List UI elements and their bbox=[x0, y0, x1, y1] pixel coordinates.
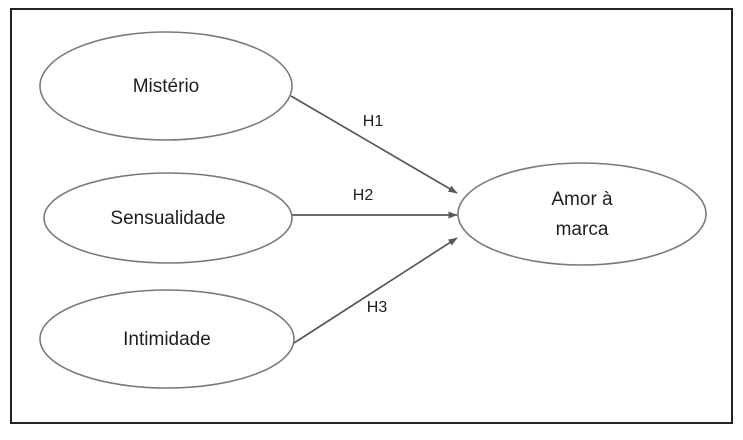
node-sensualidade[interactable]: Sensualidade bbox=[43, 172, 293, 264]
edge-h1-label: H1 bbox=[363, 113, 384, 130]
node-amor-a-marca-label-line2: marca bbox=[556, 219, 609, 240]
edge-h3-label: H3 bbox=[367, 299, 388, 316]
node-intimidade[interactable]: Intimidade bbox=[39, 289, 295, 389]
edge-h2-label: H2 bbox=[353, 187, 374, 204]
node-sensualidade-shape[interactable] bbox=[43, 172, 293, 264]
edge-h3: H3 bbox=[293, 237, 458, 344]
node-amor-a-marca-label-line1: Amor à bbox=[551, 189, 613, 210]
edge-h3-line bbox=[293, 237, 458, 344]
node-intimidade-label: Intimidade bbox=[123, 329, 211, 350]
edge-h1-line bbox=[290, 95, 458, 194]
node-misterio[interactable]: Mistério bbox=[39, 31, 293, 141]
node-amor-a-marca[interactable]: Amor à marca bbox=[457, 162, 707, 266]
edge-h2: H2 bbox=[292, 187, 458, 219]
node-intimidade-shape[interactable] bbox=[39, 289, 295, 389]
node-misterio-shape[interactable] bbox=[39, 31, 293, 141]
edge-h1: H1 bbox=[290, 95, 458, 194]
node-misterio-label: Mistério bbox=[133, 76, 200, 97]
node-amor-a-marca-shape[interactable] bbox=[457, 162, 707, 266]
node-sensualidade-label: Sensualidade bbox=[110, 208, 225, 229]
